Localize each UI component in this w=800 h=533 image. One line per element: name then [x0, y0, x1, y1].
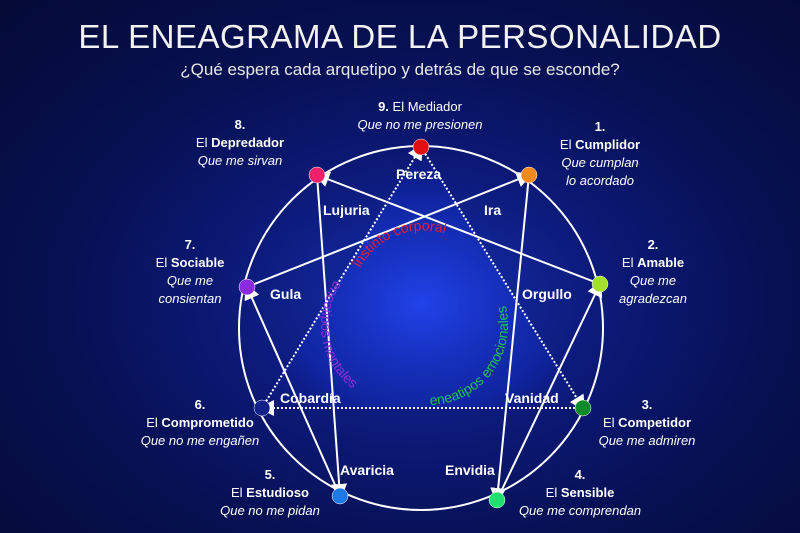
- type-name: Sensible: [560, 485, 615, 500]
- type-name: Depredador: [211, 135, 285, 150]
- type-3-dot: [574, 399, 592, 417]
- line-7-1: [246, 171, 533, 288]
- type-number: 4.: [574, 467, 586, 482]
- passion-pereza: Pereza: [396, 166, 442, 182]
- type-name: Estudioso: [246, 485, 309, 500]
- type-want: Que me: [166, 273, 214, 288]
- triangle-fill: [262, 147, 583, 408]
- line-4-2: [496, 280, 603, 501]
- line-8-5: [316, 174, 348, 500]
- diagram-title: EL ENEAGRAMA DE LA PERSONALIDAD: [78, 18, 722, 55]
- type-want: Que me: [629, 273, 677, 288]
- passion-lujuria: Lujuria: [323, 202, 370, 218]
- diagram-subtitle: ¿Qué espera cada arquetipo y detrás de q…: [180, 60, 620, 79]
- line-5-7: [244, 283, 341, 497]
- type-2-label: 2. El Amable Que me agradezcan: [598, 236, 708, 308]
- passion-gula: Gula: [270, 286, 302, 302]
- type-1-dot: [520, 166, 538, 184]
- type-6-label: 6. El Comprometido Que no me engañen: [120, 396, 280, 450]
- line-2-8: [313, 171, 601, 285]
- type-name-prefix: El: [195, 135, 212, 150]
- line-1-4: [490, 174, 530, 504]
- type-want: lo acordado: [566, 173, 634, 188]
- type-want: Que me comprendan: [518, 503, 642, 518]
- type-8-dot: [308, 166, 326, 184]
- type-number: 9.: [378, 99, 389, 114]
- type-8-label: 8. El Depredador Que me sirvan: [170, 116, 310, 170]
- type-want: Que me admiren: [598, 433, 696, 448]
- type-number: 3.: [641, 397, 653, 412]
- type-name: Comprometido: [161, 415, 254, 430]
- type-7-dot: [238, 278, 256, 296]
- type-want: Que me sirvan: [197, 153, 283, 168]
- type-1-label: 1. El Cumplidor Que cumplan lo acordado: [545, 118, 655, 190]
- type-name: Mediador: [407, 99, 462, 114]
- type-number: 1.: [594, 119, 606, 134]
- type-want: Que no me presionen: [357, 117, 483, 132]
- type-name: Cumplidor: [575, 137, 641, 152]
- type-name: Competidor: [618, 415, 692, 430]
- type-5-label: 5. El Estudioso Que no me pidan: [200, 466, 340, 520]
- type-name-prefix: El: [146, 415, 162, 430]
- type-name: Sociable: [170, 255, 225, 270]
- type-number: 2.: [647, 237, 659, 252]
- type-number: 8.: [234, 117, 246, 132]
- passion-envidia: Envidia: [445, 462, 495, 478]
- type-6-dot: [253, 399, 271, 417]
- type-name-prefix: El: [230, 485, 247, 500]
- type-9-dot: [412, 138, 430, 156]
- passion-vanidad: Vanidad: [505, 390, 559, 406]
- type-name-prefix: El: [559, 137, 576, 152]
- type-number: 7.: [184, 237, 196, 252]
- type-2-dot: [591, 275, 609, 293]
- type-number: 5.: [264, 467, 276, 482]
- type-name: Amable: [637, 255, 685, 270]
- passion-ira: Ira: [484, 202, 502, 218]
- type-9-label: 9. El Mediador Que no me presionen: [330, 98, 510, 134]
- type-name-prefix: El: [155, 255, 171, 270]
- type-name-prefix: El: [602, 415, 619, 430]
- type-want: Que no me engañen: [140, 433, 260, 448]
- type-4-label: 4. El Sensible Que me comprendan: [500, 466, 660, 520]
- type-number: 6.: [194, 397, 206, 412]
- type-name-prefix: El: [621, 255, 638, 270]
- type-3-label: 3. El Competidor Que me admiren: [582, 396, 712, 450]
- type-5-dot: [331, 487, 349, 505]
- line-6-9: [261, 143, 424, 409]
- type-7-label: 7. El Sociable Que me consientan: [135, 236, 245, 308]
- line-9-3: [420, 146, 586, 412]
- type-name-prefix: El: [545, 485, 561, 500]
- passion-orgullo: Orgullo: [522, 286, 572, 302]
- passion-cobardia: Cobardía: [280, 390, 341, 406]
- type-want: consientan: [158, 291, 222, 306]
- passion-avaricia: Avaricia: [340, 462, 394, 478]
- type-4-dot: [488, 491, 506, 509]
- type-want: Que no me pidan: [220, 503, 320, 518]
- type-want: Que cumplan: [561, 155, 639, 170]
- type-name-prefix: El: [392, 99, 408, 114]
- type-want: agradezcan: [619, 291, 687, 306]
